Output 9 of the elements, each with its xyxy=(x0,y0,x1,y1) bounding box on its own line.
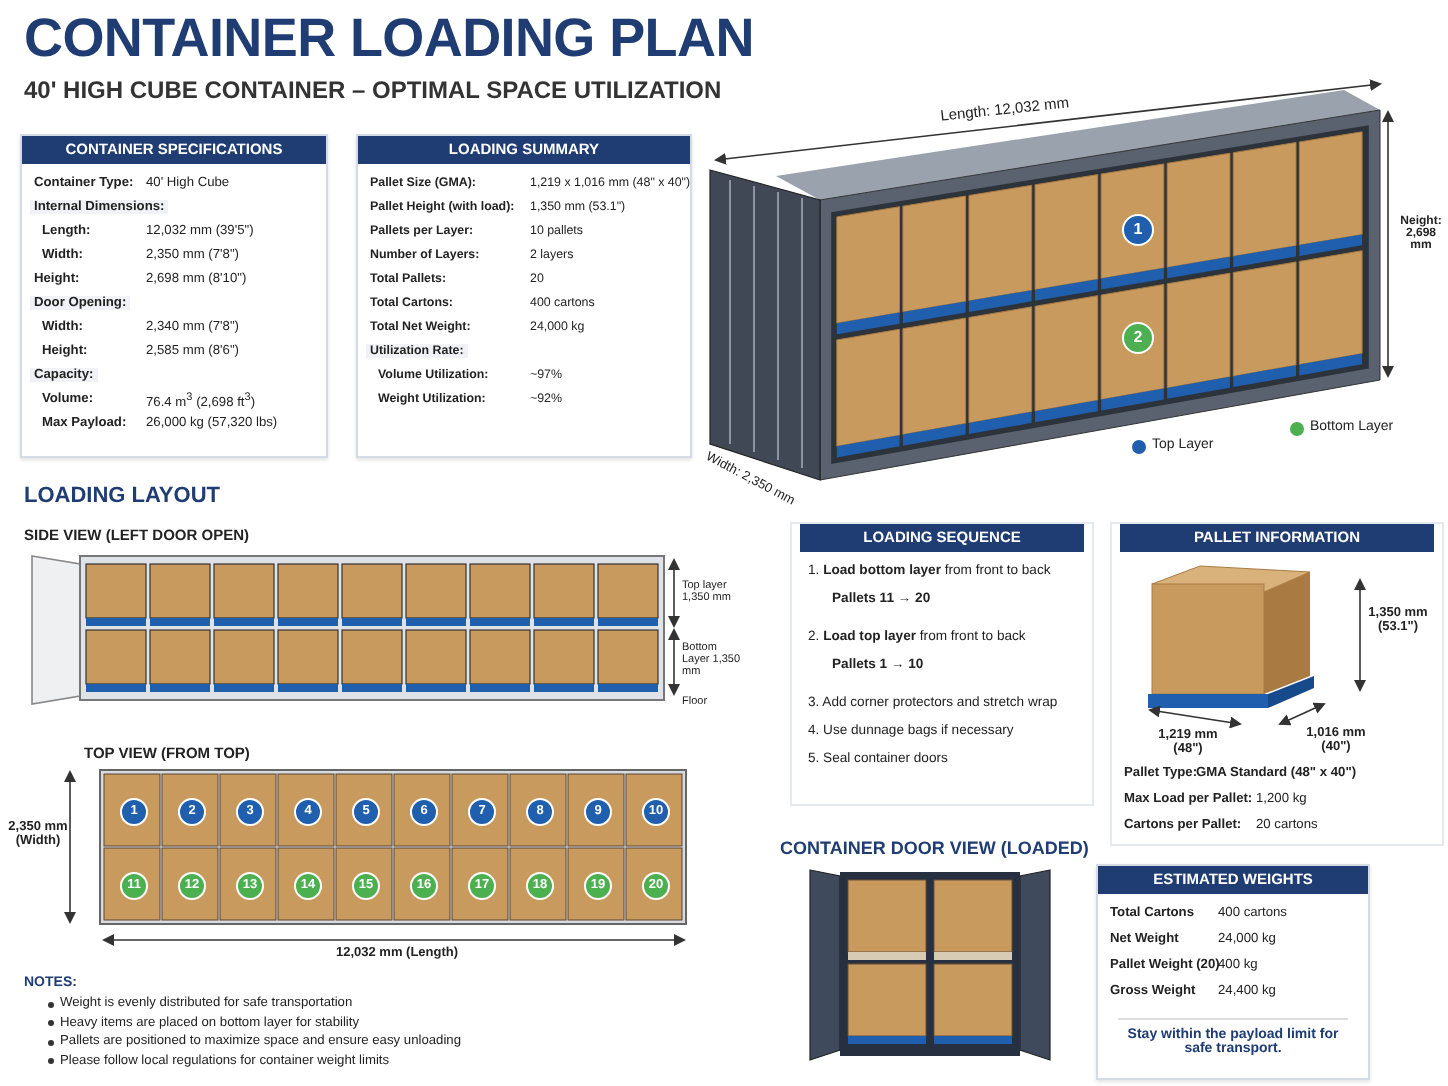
sequence-panel xyxy=(790,522,1094,806)
specifications-panel xyxy=(20,134,328,458)
weights-panel xyxy=(1096,864,1370,1080)
pallet-info-panel xyxy=(1110,522,1444,846)
view-title: CONTAINER DOOR VIEW (LOADED) xyxy=(780,838,1089,858)
summary-panel xyxy=(356,134,692,458)
subtitle: 40' HIGH CUBE CONTAINER – OPTIMAL SPACE UTILIZATION xyxy=(24,76,722,104)
page-title: CONTAINER LOADING PLAN xyxy=(24,8,754,70)
section-heading: LOADING LAYOUT xyxy=(24,484,220,508)
